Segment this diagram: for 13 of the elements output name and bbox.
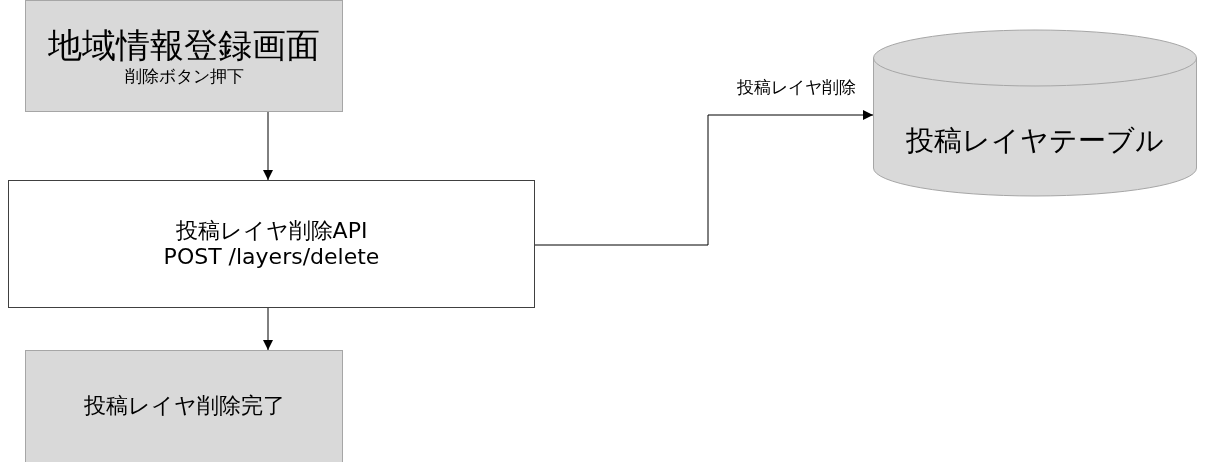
arrow [263, 307, 273, 351]
box-label: 投稿レイヤ削除完了 [83, 393, 285, 420]
box-label: 投稿レイヤテーブル [906, 124, 1164, 158]
process-box [8, 180, 535, 308]
screen-box [25, 0, 343, 112]
screen-title: 地域情報登録画面 [48, 25, 320, 67]
edge-label: 投稿レイヤ削除 [735, 76, 858, 99]
result-box [25, 350, 343, 462]
arrow [534, 110, 874, 246]
arrow [263, 111, 273, 181]
box-subtext: POST /layers/delete [163, 244, 380, 271]
box-label: 投稿レイヤ削除API [175, 217, 368, 244]
box-subtext: 削除ボタン押下 [124, 66, 244, 87]
